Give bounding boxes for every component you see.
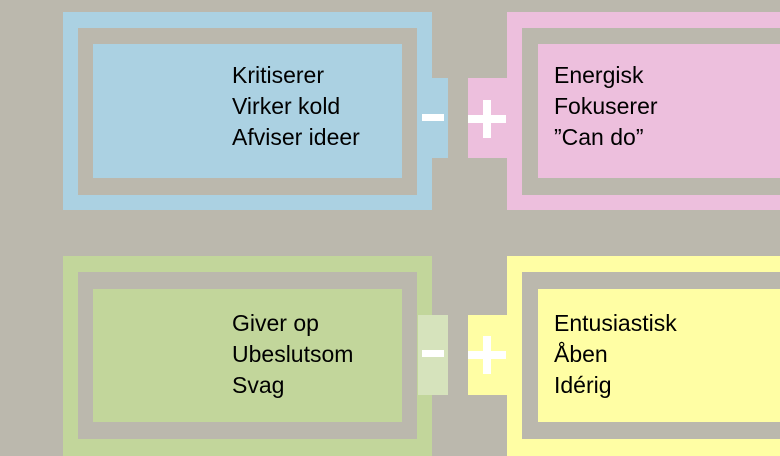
trait-list-negative-top: Kritiserer Virker kold Afviser ideer [232,60,360,153]
trait-line: Entusiastisk [554,310,677,336]
trait-line: Idérig [554,372,612,398]
trait-line: Fokuserer [554,93,658,119]
battery-cell [538,44,780,178]
trait-line: Åben [554,341,608,367]
trait-line: Ubeslutsom [232,341,354,367]
battery-cell [538,289,780,422]
trait-line: ”Can do” [554,124,644,150]
battery-cell [93,44,402,178]
trait-line: Kritiserer [232,62,325,88]
trait-list-positive-bottom: Entusiastisk Åben Idérig [554,308,677,401]
trait-list-positive-top: Energisk Fokuserer ”Can do” [554,60,658,153]
trait-list-negative-bottom: Giver op Ubeslutsom Svag [232,308,353,401]
trait-line: Svag [232,372,285,398]
trait-line: Afviser ideer [232,124,360,150]
minus-sign-icon [422,350,444,357]
trait-line: Virker kold [232,93,341,119]
trait-line: Energisk [554,62,644,88]
trait-line: Giver op [232,310,319,336]
battery-cell [93,289,402,422]
minus-sign-icon [422,114,444,121]
